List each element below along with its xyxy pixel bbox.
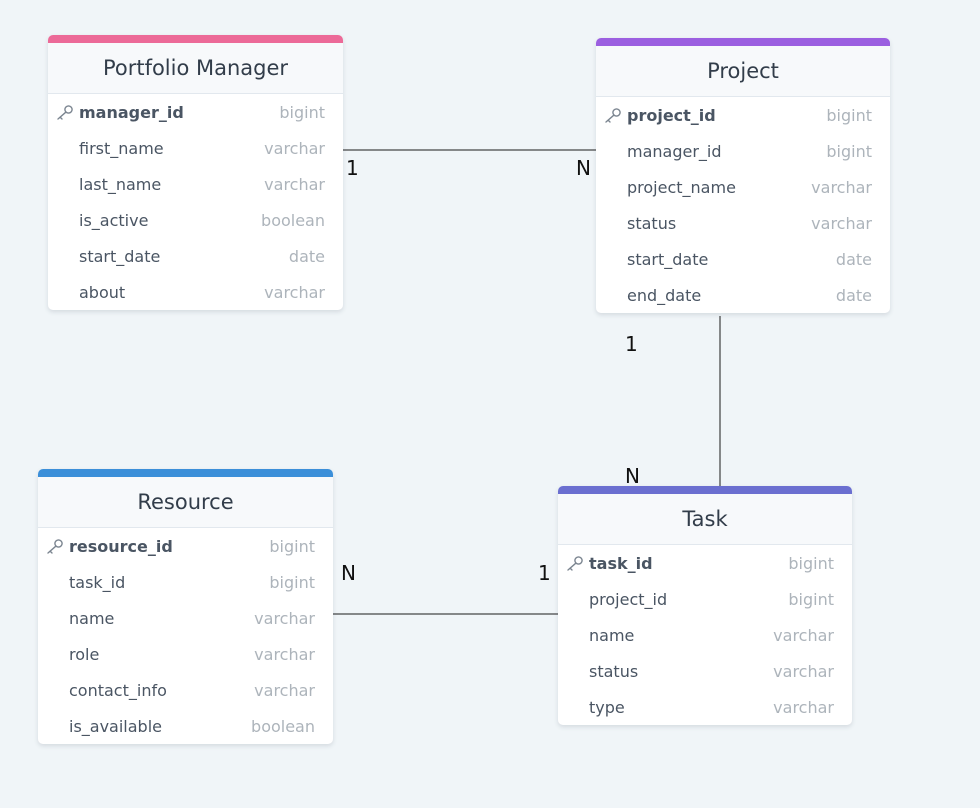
column-name: start_date xyxy=(79,246,161,266)
column-type: varchar xyxy=(264,138,325,158)
key-icon xyxy=(604,107,622,123)
column-name: name xyxy=(69,608,115,628)
table-accent-bar xyxy=(558,486,852,494)
table-title[interactable]: Task xyxy=(558,494,852,545)
column-type: varchar xyxy=(254,680,315,700)
primary-key-row[interactable]: resource_id bigint xyxy=(38,528,333,564)
column-type: varchar xyxy=(811,177,872,197)
column-name: task_id xyxy=(589,553,653,573)
column-name: is_active xyxy=(79,210,149,230)
column-row[interactable]: project_name varchar xyxy=(596,169,890,205)
key-icon xyxy=(46,538,64,554)
column-row[interactable]: start_date date xyxy=(48,238,343,274)
column-type: varchar xyxy=(773,697,834,717)
column-name: manager_id xyxy=(627,141,722,161)
column-row[interactable]: name varchar xyxy=(558,617,852,653)
column-name: project_name xyxy=(627,177,736,197)
cardinality-resource-side: N xyxy=(341,561,356,585)
column-type: varchar xyxy=(254,608,315,628)
column-row[interactable]: type varchar xyxy=(558,689,852,725)
column-name: about xyxy=(79,282,126,302)
column-type: bigint xyxy=(269,536,315,556)
column-row[interactable]: contact_info varchar xyxy=(38,672,333,708)
column-name: first_name xyxy=(79,138,164,158)
column-name: contact_info xyxy=(69,680,167,700)
column-name: is_available xyxy=(69,716,162,736)
column-type: date xyxy=(835,249,872,269)
column-row[interactable]: is_available boolean xyxy=(38,708,333,744)
cardinality-task-top: N xyxy=(625,464,640,488)
column-type: bigint xyxy=(826,105,872,125)
column-name: status xyxy=(589,661,639,681)
column-type: varchar xyxy=(773,661,834,681)
column-type: bigint xyxy=(788,589,834,609)
column-name: end_date xyxy=(627,285,702,305)
table-title[interactable]: Portfolio Manager xyxy=(48,43,343,94)
column-name: start_date xyxy=(627,249,709,269)
column-row[interactable]: first_name varchar xyxy=(48,130,343,166)
primary-key-row[interactable]: project_id bigint xyxy=(596,97,890,133)
table-portfolio-manager[interactable]: Portfolio Manager manager_id bigint first_… xyxy=(48,35,343,310)
table-title[interactable]: Resource xyxy=(38,477,333,528)
column-row[interactable]: project_id bigint xyxy=(558,581,852,617)
column-row[interactable]: manager_id bigint xyxy=(596,133,890,169)
column-name: manager_id xyxy=(79,102,184,122)
column-type: bigint xyxy=(826,141,872,161)
table-accent-bar xyxy=(596,38,890,46)
column-row[interactable]: status varchar xyxy=(596,205,890,241)
column-name: last_name xyxy=(79,174,162,194)
column-type: bigint xyxy=(279,102,325,122)
column-row[interactable]: name varchar xyxy=(38,600,333,636)
column-name: project_id xyxy=(627,105,716,125)
cardinality-project-side: N xyxy=(576,156,591,180)
cardinality-manager-side: 1 xyxy=(346,156,359,180)
column-name: type xyxy=(589,697,625,717)
column-type: bigint xyxy=(269,572,315,592)
primary-key-row[interactable]: manager_id bigint xyxy=(48,94,343,130)
column-row[interactable]: role varchar xyxy=(38,636,333,672)
column-name: status xyxy=(627,213,677,233)
column-row[interactable]: end_date date xyxy=(596,277,890,313)
column-row[interactable]: start_date date xyxy=(596,241,890,277)
table-title[interactable]: Project xyxy=(596,46,890,97)
column-type: varchar xyxy=(264,282,325,302)
column-type: bigint xyxy=(788,553,834,573)
cardinality-task-side: 1 xyxy=(538,561,551,585)
key-icon xyxy=(56,104,74,120)
column-name: resource_id xyxy=(69,536,173,556)
key-icon xyxy=(566,555,584,571)
column-name: role xyxy=(69,644,100,664)
column-row[interactable]: about varchar xyxy=(48,274,343,310)
column-row[interactable]: is_active boolean xyxy=(48,202,343,238)
column-type: boolean xyxy=(261,210,325,230)
column-type: varchar xyxy=(811,213,872,233)
column-type: date xyxy=(835,285,872,305)
table-accent-bar xyxy=(38,469,333,477)
column-name: project_id xyxy=(589,589,668,609)
column-type: date xyxy=(288,246,325,266)
column-name: task_id xyxy=(69,572,126,592)
column-name: name xyxy=(589,625,635,645)
primary-key-row[interactable]: task_id bigint xyxy=(558,545,852,581)
table-accent-bar xyxy=(48,35,343,43)
column-row[interactable]: status varchar xyxy=(558,653,852,689)
column-type: varchar xyxy=(773,625,834,645)
column-type: varchar xyxy=(264,174,325,194)
cardinality-project-bottom: 1 xyxy=(625,332,638,356)
column-type: boolean xyxy=(251,716,315,736)
column-row[interactable]: last_name varchar xyxy=(48,166,343,202)
column-row[interactable]: task_id bigint xyxy=(38,564,333,600)
column-type: varchar xyxy=(254,644,315,664)
